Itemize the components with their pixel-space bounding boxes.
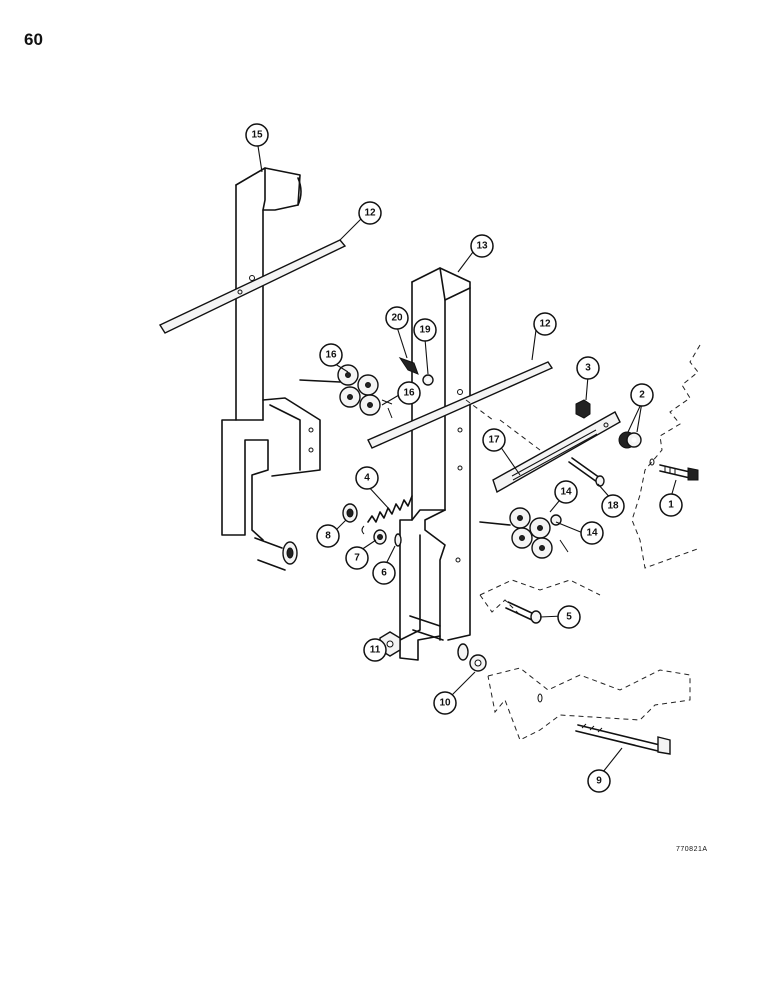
callout-14: 14 <box>554 480 578 504</box>
svg-text:6: 6 <box>381 568 387 579</box>
washer-10 <box>469 654 487 672</box>
svg-text:8: 8 <box>325 531 331 542</box>
ghost-outline-upper-right <box>631 344 701 569</box>
washer-6 <box>394 533 402 547</box>
bracket-right <box>399 267 471 661</box>
svg-text:7: 7 <box>354 553 360 564</box>
svg-text:10: 10 <box>439 698 451 709</box>
nut-3 <box>575 399 591 419</box>
svg-text:12: 12 <box>539 319 551 330</box>
svg-text:11: 11 <box>370 645 381 656</box>
svg-text:2: 2 <box>639 390 645 401</box>
drawing-reference-id: 770821A <box>676 846 708 853</box>
chain-link-14 <box>479 507 569 559</box>
chain-link-16 <box>299 364 393 419</box>
callout-5: 5 <box>557 605 581 629</box>
nut-7 <box>373 529 387 545</box>
bushings-2 <box>618 431 642 449</box>
callout-16: 16 <box>319 343 343 367</box>
bolt-1 <box>649 458 699 481</box>
svg-text:1: 1 <box>668 500 674 511</box>
svg-text:15: 15 <box>251 130 263 141</box>
svg-text:19: 19 <box>419 325 431 336</box>
svg-text:20: 20 <box>391 313 403 324</box>
svg-text:13: 13 <box>476 241 488 252</box>
svg-text:5: 5 <box>566 612 572 623</box>
callout-9: 9 <box>587 769 611 793</box>
bolt-18 <box>568 457 605 487</box>
bolt-9 <box>537 693 671 755</box>
strap-right <box>367 361 554 449</box>
svg-text:12: 12 <box>364 208 376 219</box>
callout-1: 1 <box>659 493 683 517</box>
callout-16: 16 <box>397 381 421 405</box>
callout-17: 17 <box>482 428 506 452</box>
bolt-5 <box>505 601 542 624</box>
callout-12: 12 <box>358 201 382 225</box>
bracket-left <box>221 167 321 571</box>
ghost-outline-lower <box>479 579 691 741</box>
callout-12: 12 <box>533 312 557 336</box>
callout-4: 4 <box>355 466 379 490</box>
callout-14: 14 <box>580 521 604 545</box>
callout-13: 13 <box>470 234 494 258</box>
callout-15: 15 <box>245 123 269 147</box>
svg-text:16: 16 <box>403 388 415 399</box>
spring-4 <box>361 495 413 535</box>
callout-20: 20 <box>385 306 409 330</box>
svg-text:4: 4 <box>364 473 370 484</box>
callout-7: 7 <box>345 546 369 570</box>
wing-nut-20 <box>398 357 419 375</box>
svg-text:14: 14 <box>560 487 572 498</box>
callout-19: 19 <box>413 318 437 342</box>
slotted-plate <box>465 399 621 494</box>
strap-left <box>158 239 347 334</box>
callout-11: 11 <box>363 638 387 662</box>
washer-19 <box>422 374 434 386</box>
svg-text:3: 3 <box>585 363 591 374</box>
callout-6: 6 <box>372 561 396 585</box>
callout-3: 3 <box>576 356 600 380</box>
svg-text:9: 9 <box>596 776 602 787</box>
svg-text:14: 14 <box>586 528 598 539</box>
callout-18: 18 <box>601 494 625 518</box>
callout-8: 8 <box>316 524 340 548</box>
page-number: 60 <box>24 30 43 49</box>
callout-10: 10 <box>433 691 457 715</box>
svg-text:16: 16 <box>325 350 337 361</box>
svg-text:17: 17 <box>488 435 500 446</box>
nut-8 <box>342 503 358 523</box>
callout-2: 2 <box>630 383 654 407</box>
svg-text:18: 18 <box>607 501 619 512</box>
